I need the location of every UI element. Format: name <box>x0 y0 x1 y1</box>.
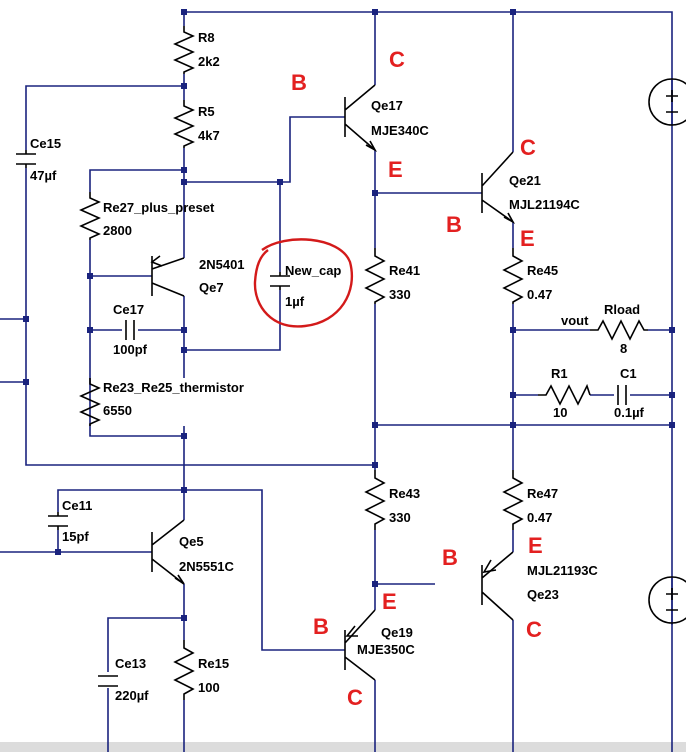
qe5-symbol <box>151 519 185 585</box>
re27-value: 2800 <box>103 223 132 238</box>
r5-value: 4k7 <box>198 128 220 143</box>
r5-name: R5 <box>198 104 215 119</box>
qe5-part: 2N5551C <box>179 559 235 574</box>
vout-label: vout <box>561 313 589 328</box>
newcap-symbol <box>270 272 290 290</box>
r1-value: 10 <box>553 405 567 420</box>
r8-name: R8 <box>198 30 215 45</box>
junctions <box>23 9 675 621</box>
qe21-emitter-label: E <box>520 226 535 251</box>
qe5-name: Qe5 <box>179 534 204 549</box>
ce15-name: Ce15 <box>30 136 61 151</box>
rload-symbol <box>590 319 648 341</box>
ce11-value: 15pf <box>62 529 89 544</box>
qe7-symbol <box>150 255 185 297</box>
ce17-value: 100pf <box>113 342 148 357</box>
wires <box>0 11 673 752</box>
component-labels: R8 2k2 R5 4k7 Ce15 47µf Re27_plus_preset… <box>30 30 645 703</box>
resistor-symbols <box>79 26 648 700</box>
re15-name: Re15 <box>198 656 229 671</box>
qe19-collector-label: C <box>347 685 363 710</box>
ce13-name: Ce13 <box>115 656 146 671</box>
re27-name: Re27_plus_preset <box>103 200 215 215</box>
re15-value: 100 <box>198 680 220 695</box>
re41-value: 330 <box>389 287 411 302</box>
qe19-base-label: B <box>313 614 329 639</box>
qe17-base-label: B <box>291 70 307 95</box>
qe23-emitter-label: E <box>528 533 543 558</box>
qe23-symbol <box>481 551 514 621</box>
qe17-collector-label: C <box>389 47 405 72</box>
r5-symbol <box>173 100 195 148</box>
re45-value: 0.47 <box>527 287 552 302</box>
ce11-symbol <box>48 512 68 530</box>
re47-value: 0.47 <box>527 510 552 525</box>
qe17-name: Qe17 <box>371 98 403 113</box>
qe23-collector-label: C <box>526 617 542 642</box>
ce15-symbol <box>16 150 36 168</box>
re15-symbol <box>173 640 195 700</box>
qe21-collector-label: C <box>520 135 536 160</box>
c1-name: C1 <box>620 366 637 381</box>
supply-symbols <box>648 78 686 624</box>
re45-symbol <box>502 248 524 304</box>
qe19-name: Qe19 <box>381 625 413 640</box>
qe21-name: Qe21 <box>509 173 541 188</box>
r8-symbol <box>173 26 195 74</box>
re23-name: Re23_Re25_thermistor <box>103 380 244 395</box>
re23-symbol <box>79 378 101 426</box>
transistor-symbols <box>150 84 516 681</box>
capacitor-symbols <box>16 150 627 687</box>
re47-symbol <box>502 470 524 530</box>
c1-symbol <box>617 385 627 405</box>
qe19-part: MJE350C <box>357 642 415 657</box>
ce11-name: Ce11 <box>62 498 92 513</box>
ce17-name: Ce17 <box>113 302 144 317</box>
qe23-part: MJL21193C <box>527 563 598 578</box>
qe21-symbol <box>481 151 516 225</box>
pin-labels: C B E C B E B E C E B C <box>291 47 543 710</box>
re27-symbol <box>79 192 101 240</box>
ce13-value: 220µf <box>115 688 149 703</box>
qe21-part: MJL21194C <box>509 197 580 212</box>
r1-name: R1 <box>551 366 568 381</box>
rload-value: 8 <box>620 341 627 356</box>
rload-name: Rload <box>604 302 640 317</box>
r8-value: 2k2 <box>198 54 220 69</box>
re23-value: 6550 <box>103 403 132 418</box>
qe17-emitter-label: E <box>388 157 403 182</box>
re41-symbol <box>364 248 386 304</box>
re43-name: Re43 <box>389 486 420 501</box>
newcap-name: New_cap <box>285 263 341 278</box>
c1-value: 0.1µf <box>614 405 645 420</box>
qe19-symbol <box>344 609 376 681</box>
re47-name: Re47 <box>527 486 558 501</box>
qe23-name: Qe23 <box>527 587 559 602</box>
qe17-part: MJE340C <box>371 123 429 138</box>
re43-value: 330 <box>389 510 411 525</box>
ce13-symbol <box>98 675 118 687</box>
qe7-name: Qe7 <box>199 280 224 295</box>
qe21-base-label: B <box>446 212 462 237</box>
re41-name: Re41 <box>389 263 420 278</box>
r1-symbol <box>538 383 591 406</box>
ce17-symbol <box>125 320 135 340</box>
re45-name: Re45 <box>527 263 558 278</box>
new-cap-highlight <box>253 238 354 328</box>
qe7-part: 2N5401 <box>199 257 245 272</box>
newcap-value: 1µf <box>285 294 305 309</box>
ce15-value: 47µf <box>30 168 57 183</box>
re43-symbol <box>364 470 386 530</box>
qe23-base-label: B <box>442 545 458 570</box>
qe17-symbol <box>344 84 378 153</box>
qe19-emitter-label: E <box>382 589 397 614</box>
